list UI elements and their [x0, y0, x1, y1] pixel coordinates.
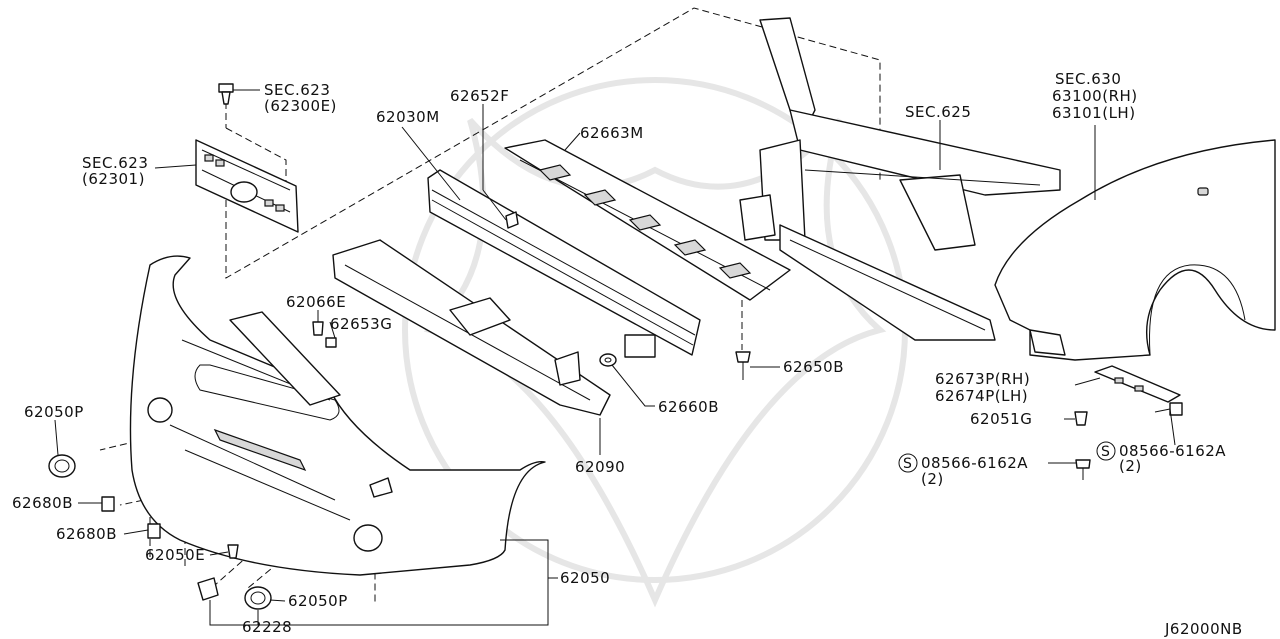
label-62050E: 62050E — [145, 546, 205, 564]
leader-lines — [54, 89, 1176, 626]
s-symbol-right: S — [1096, 441, 1116, 461]
bumper-upper-bracket — [229, 311, 341, 406]
bolt-62650B — [735, 351, 751, 380]
label-sec623-bolt: SEC.623 — [264, 81, 330, 99]
label-62090: 62090 — [575, 458, 625, 476]
core-support-sec625 — [739, 17, 1061, 341]
label-08566-right: 08566-6162A — [1119, 442, 1226, 460]
bracket-62673P — [1094, 365, 1181, 403]
clip-bolt-62300E — [218, 83, 234, 105]
diagram-code: J62000NB — [1164, 620, 1243, 638]
label-62660B: 62660B — [658, 398, 719, 416]
part-labels: SEC.623 (62300E) SEC.623 (62301) 62030M … — [12, 70, 1243, 638]
reinforcement-62030M — [427, 169, 701, 358]
label-62653G: 62653G — [330, 315, 392, 333]
label-62673P: 62673P(RH) — [935, 370, 1030, 388]
label-62663M: 62663M — [580, 124, 644, 142]
label-62674P: 62674P(LH) — [935, 387, 1028, 405]
label-sec625: SEC.625 — [905, 103, 971, 121]
label-62300E: (62300E) — [264, 97, 337, 115]
label-63101: 63101(LH) — [1052, 104, 1136, 122]
fender-sec630 — [994, 139, 1276, 361]
clip-62680B-a — [101, 496, 115, 512]
tow-cap-62050P-upper — [48, 454, 76, 478]
s-symbol-left: S — [898, 453, 918, 473]
bumper-stay-62090 — [332, 239, 611, 416]
bolt-62652F — [505, 211, 519, 229]
label-sec623-grille: SEC.623 — [82, 154, 148, 172]
clip-62680B-b — [147, 523, 161, 539]
screw-08566-right — [1154, 402, 1183, 416]
label-62050P-top: 62050P — [24, 403, 84, 421]
clip-62051G — [1074, 411, 1088, 426]
label-08566-right-qty: (2) — [1119, 457, 1142, 475]
label-62051G: 62051G — [970, 410, 1032, 428]
label-62050P-bottom: 62050P — [288, 592, 348, 610]
label-08566-left-qty: (2) — [921, 470, 944, 488]
label-62680B-b: 62680B — [56, 525, 117, 543]
absorber-62663M — [504, 139, 791, 301]
screw-08566-left — [1075, 459, 1091, 480]
label-62650B: 62650B — [783, 358, 844, 376]
clip-62066E — [312, 321, 324, 336]
clip-62653G — [325, 337, 337, 348]
label-sec630: SEC.630 — [1055, 70, 1121, 88]
s-symbol-left-text: S — [903, 456, 912, 472]
label-08566-left: 08566-6162A — [921, 454, 1028, 472]
grille-62301 — [195, 139, 299, 233]
label-62301: (62301) — [82, 170, 145, 188]
bumper-fascia-62050 — [129, 255, 546, 576]
tow-cap-62050P-lower — [244, 586, 272, 610]
cover-62228 — [197, 577, 219, 601]
label-62030M: 62030M — [376, 108, 440, 126]
label-62680B-a: 62680B — [12, 494, 73, 512]
nut-62660B — [599, 353, 617, 367]
label-63100: 63100(RH) — [1052, 87, 1138, 105]
s-symbol-right-text: S — [1101, 444, 1110, 460]
label-62228: 62228 — [242, 618, 292, 636]
label-62050: 62050 — [560, 569, 610, 587]
label-62652F: 62652F — [450, 87, 509, 105]
label-62066E: 62066E — [286, 293, 346, 311]
clip-62050E — [227, 544, 239, 559]
